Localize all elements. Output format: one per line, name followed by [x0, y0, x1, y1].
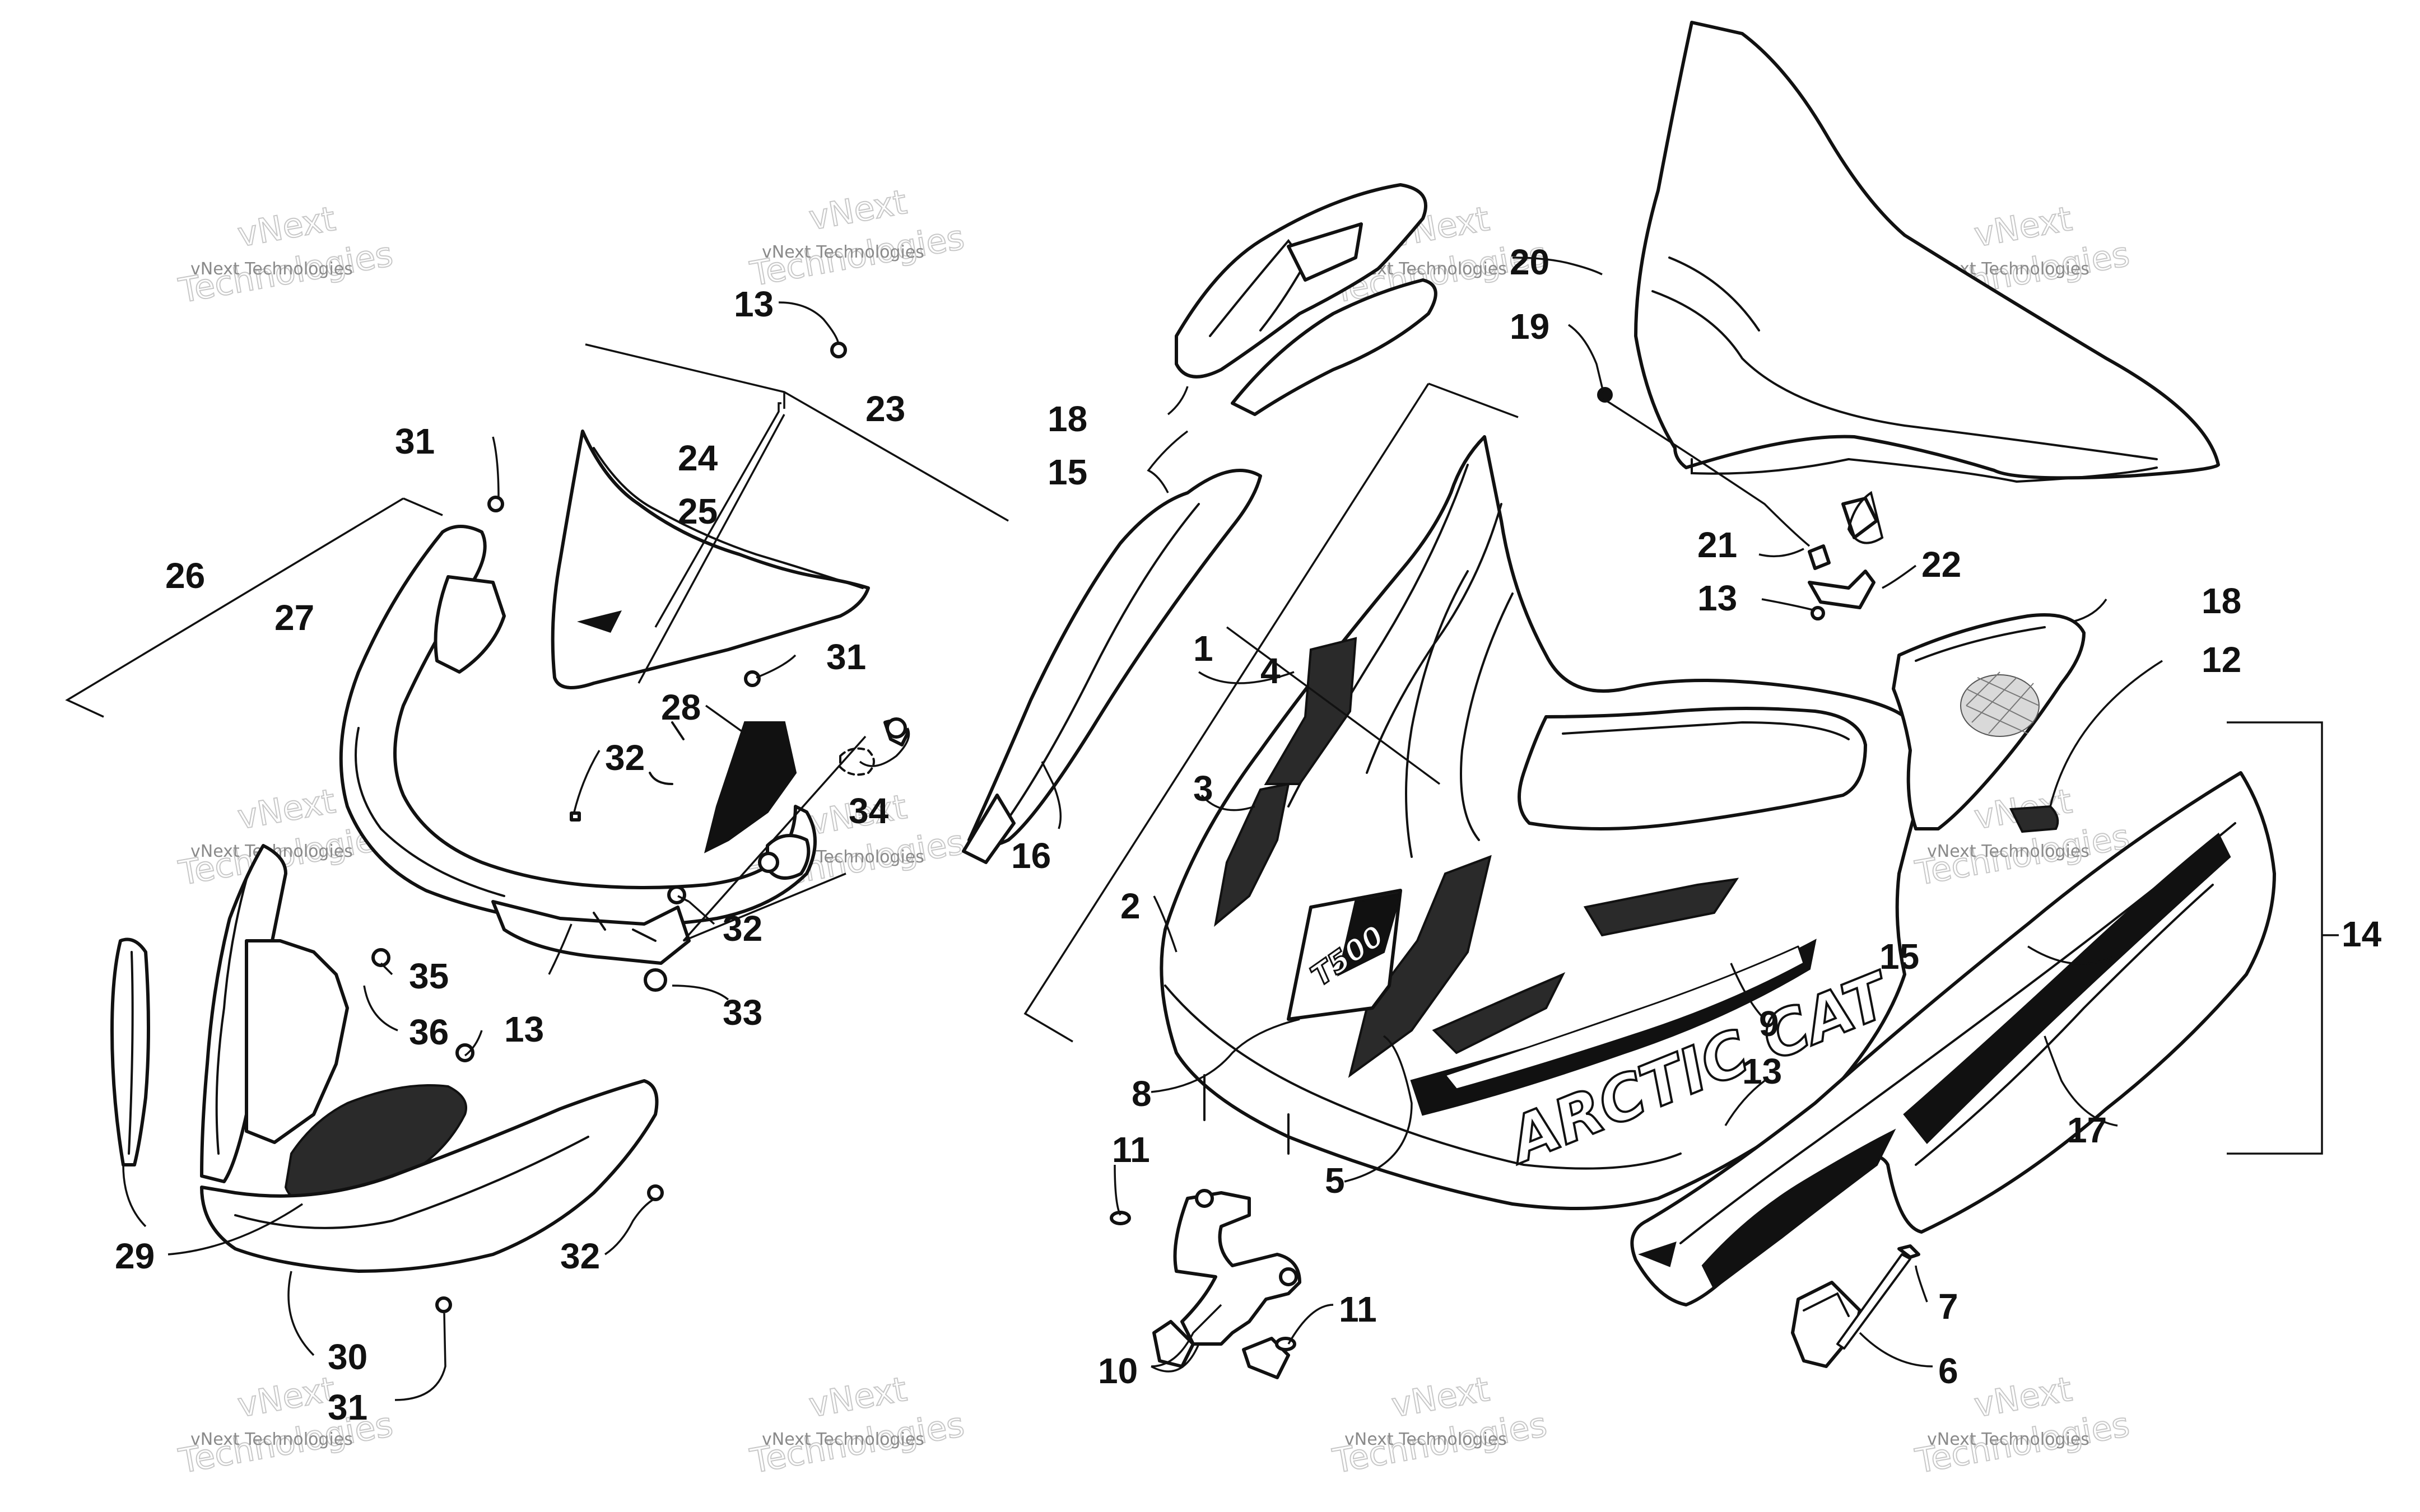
callout-25: 25 — [678, 491, 718, 531]
callout-12: 12 — [2202, 640, 2241, 680]
callout-2: 2 — [1120, 886, 1141, 926]
callout-5: 5 — [1325, 1160, 1345, 1201]
callout-1: 1 — [1193, 628, 1213, 669]
callout-32-b: 32 — [723, 908, 762, 949]
side-trim-left — [962, 469, 1262, 864]
callout-24: 24 — [678, 438, 718, 478]
callout-22: 22 — [1921, 544, 1961, 585]
callout-18-a: 18 — [1048, 399, 1087, 439]
callout-6: 6 — [1938, 1351, 1958, 1391]
callout-4: 4 — [1260, 651, 1281, 691]
callout-31-b: 31 — [826, 637, 866, 677]
callout-14: 14 — [2342, 914, 2382, 954]
callout-9: 9 — [1759, 1004, 1779, 1044]
callout-18-b: 18 — [2202, 581, 2241, 621]
callout-13-a: 13 — [734, 284, 774, 324]
callouts: 13 23 31 24 25 26 27 31 28 32 34 32 33 3… — [115, 242, 2382, 1427]
callout-31-a: 31 — [395, 421, 435, 461]
callout-28: 28 — [661, 687, 701, 727]
bumper-clip — [1791, 1244, 1920, 1368]
callout-17: 17 — [2067, 1110, 2107, 1150]
hood-bracket — [1110, 1189, 1301, 1379]
callout-21: 21 — [1697, 525, 1737, 565]
windshield — [1634, 21, 2220, 483]
side-panel-upper-right — [1892, 613, 2086, 830]
callout-23: 23 — [865, 389, 905, 429]
callout-29: 29 — [115, 1236, 155, 1276]
callout-32-a: 32 — [605, 738, 645, 778]
callout-15-a: 15 — [1048, 452, 1087, 492]
callout-30: 30 — [328, 1337, 367, 1377]
callout-8: 8 — [1132, 1074, 1152, 1114]
callout-26: 26 — [165, 556, 205, 596]
callout-32-c: 32 — [560, 1236, 600, 1276]
callout-13-b: 13 — [504, 1009, 544, 1049]
callout-16: 16 — [1011, 836, 1051, 876]
callout-31-c: 31 — [328, 1387, 367, 1427]
callout-10: 10 — [1098, 1351, 1138, 1391]
watermark-caption: vNext Technologies — [1927, 842, 2089, 861]
leader-lines — [65, 256, 2339, 1401]
lower-air-grille — [110, 342, 847, 1313]
callout-15-b: 15 — [1879, 936, 1919, 977]
watermark-caption: vNext Technologies — [762, 242, 924, 262]
callout-27: 27 — [274, 598, 314, 638]
callout-35: 35 — [409, 956, 449, 996]
callout-34: 34 — [849, 791, 889, 831]
watermark-caption: vNext Technologies — [1927, 1430, 2089, 1449]
callout-13-d: 13 — [1742, 1051, 1782, 1091]
side-panel-right — [1630, 771, 2276, 1306]
callout-36: 36 — [409, 1012, 449, 1052]
callout-20: 20 — [1510, 242, 1549, 282]
dash-cover-upper — [1175, 183, 1437, 416]
callout-7: 7 — [1938, 1286, 1958, 1327]
upper-nose-cover — [551, 430, 870, 689]
watermark-caption: vNext Technologies — [190, 259, 353, 279]
callout-3: 3 — [1193, 768, 1213, 809]
callout-11-b: 11 — [1339, 1289, 1377, 1329]
callout-19: 19 — [1510, 306, 1549, 347]
hood: T500 ARCTIC CAT — [1160, 435, 1932, 1210]
watermark-caption: vNext Technologies — [1344, 1430, 1507, 1449]
windshield-bracket — [1597, 387, 1884, 620]
callout-33: 33 — [723, 992, 762, 1033]
nose-bezel — [339, 525, 817, 965]
callout-13-c: 13 — [1697, 578, 1737, 618]
watermark-caption: vNext Technologies — [762, 1430, 924, 1449]
nose-fasteners — [570, 717, 909, 992]
watermark-caption: vNext Technologies — [190, 1430, 353, 1449]
callout-11-a: 11 — [1112, 1130, 1150, 1170]
